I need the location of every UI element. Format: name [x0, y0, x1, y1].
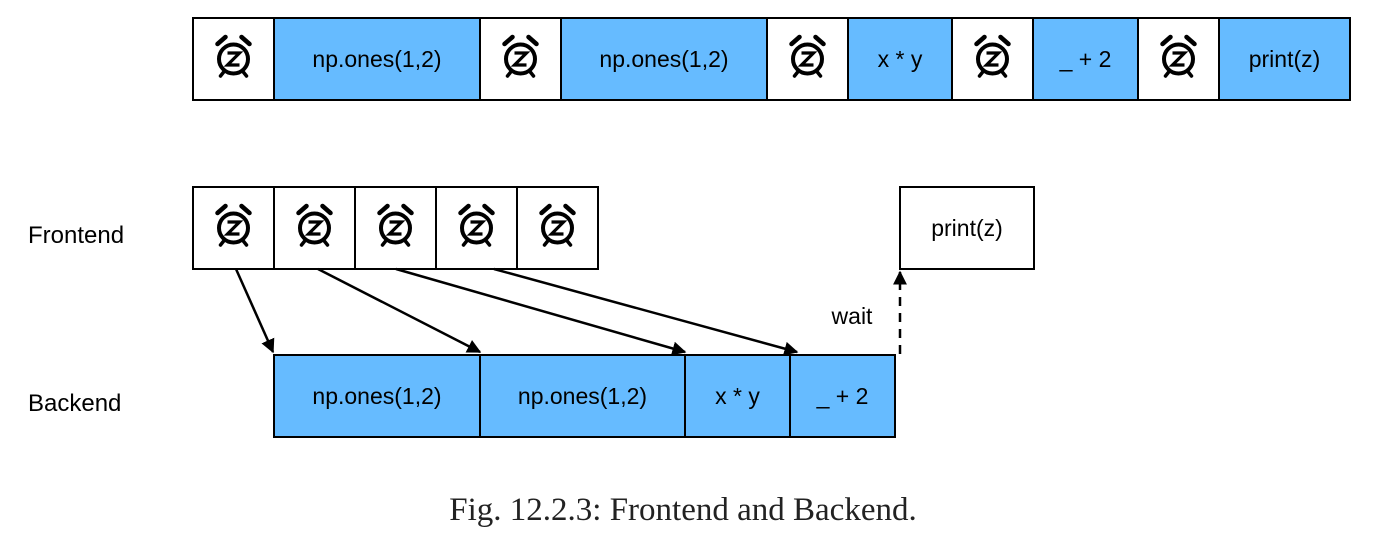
sleep-clock-icon	[377, 203, 414, 247]
figure-caption: Fig. 12.2.3: Frontend and Backend.	[449, 492, 916, 528]
frontend-idle-cell	[273, 186, 356, 270]
frontend-print-box: print(z)	[899, 186, 1035, 270]
dispatch-arrow	[395, 267, 687, 356]
frontend-print-label: print(z)	[931, 215, 1003, 241]
backend-label: Backend	[28, 390, 121, 417]
timeline-op-label: np.ones(1,2)	[312, 46, 441, 72]
frontend-idle-cell	[516, 186, 599, 270]
sleep-clock-icon	[1160, 34, 1197, 78]
timeline-idle-cell	[951, 17, 1034, 101]
sleep-clock-icon	[539, 203, 576, 247]
frontend-idle-cell	[192, 186, 275, 270]
timeline-op-label: print(z)	[1249, 46, 1321, 72]
backend-op-label: np.ones(1,2)	[312, 383, 441, 409]
sleep-clock-icon	[458, 203, 495, 247]
dispatch-arrow	[234, 268, 275, 354]
sleep-clock-icon	[215, 34, 252, 78]
timeline-op-label: x * y	[878, 46, 923, 72]
timeline-op-cell: np.ones(1,2)	[560, 17, 768, 101]
wait-label: wait	[831, 303, 874, 329]
backend-op-cell: _ + 2	[789, 354, 896, 438]
frontend-idle-cell	[435, 186, 518, 270]
backend-op-cell: np.ones(1,2)	[479, 354, 686, 438]
timeline-op-label: np.ones(1,2)	[599, 46, 728, 72]
backend-op-label: _ + 2	[816, 383, 869, 409]
dispatch-arrows	[234, 267, 799, 356]
timeline-op-cell: x * y	[847, 17, 953, 101]
sleep-clock-icon	[974, 34, 1011, 78]
frontend-row	[192, 186, 599, 270]
timeline-idle-cell	[192, 17, 275, 101]
timeline-op-label: _ + 2	[1059, 46, 1112, 72]
backend-op-label: np.ones(1,2)	[518, 383, 647, 409]
backend-row: np.ones(1,2) np.ones(1,2) x * y _ + 2	[273, 354, 896, 438]
timeline-idle-cell	[1137, 17, 1220, 101]
timeline-idle-cell	[479, 17, 562, 101]
sequential-timeline: np.ones(1,2) np.ones(1,2) x * y _ + 2 print(…	[192, 17, 1351, 101]
backend-op-cell: np.ones(1,2)	[273, 354, 481, 438]
backend-op-cell: x * y	[684, 354, 791, 438]
frontend-idle-cell	[354, 186, 437, 270]
timeline-op-cell: print(z)	[1218, 17, 1351, 101]
dispatch-arrow	[317, 267, 482, 354]
timeline-op-cell: _ + 2	[1032, 17, 1139, 101]
dispatch-arrow	[493, 267, 799, 356]
sleep-clock-icon	[502, 34, 539, 78]
sleep-clock-icon	[215, 203, 252, 247]
timeline-op-cell: np.ones(1,2)	[273, 17, 481, 101]
frontend-label: Frontend	[28, 222, 124, 249]
timeline-idle-cell	[766, 17, 849, 101]
sleep-clock-icon	[296, 203, 333, 247]
backend-op-label: x * y	[715, 383, 760, 409]
sleep-clock-icon	[789, 34, 826, 78]
